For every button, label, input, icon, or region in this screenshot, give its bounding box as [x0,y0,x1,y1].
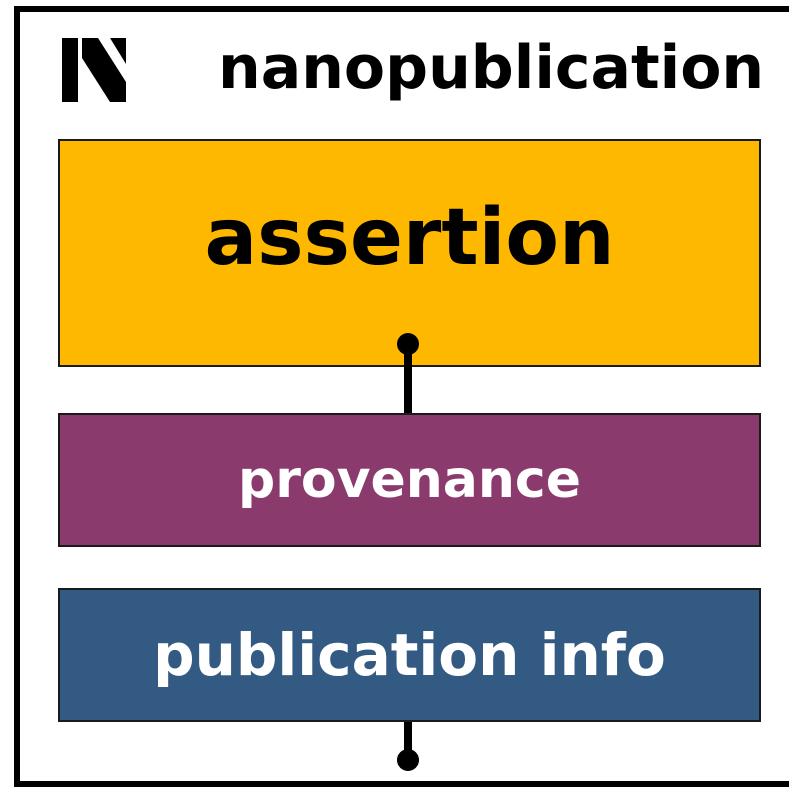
diagram-title: nanopublication [218,33,765,103]
provenance-box: provenance [58,413,761,547]
assertion-label: assertion [204,193,615,283]
publication-info-label: publication info [153,621,666,689]
publication-info-box: publication info [58,588,761,722]
assertion-box: assertion [58,139,761,367]
nanopub-n-logo-icon [62,38,126,102]
provenance-label: provenance [238,450,581,510]
